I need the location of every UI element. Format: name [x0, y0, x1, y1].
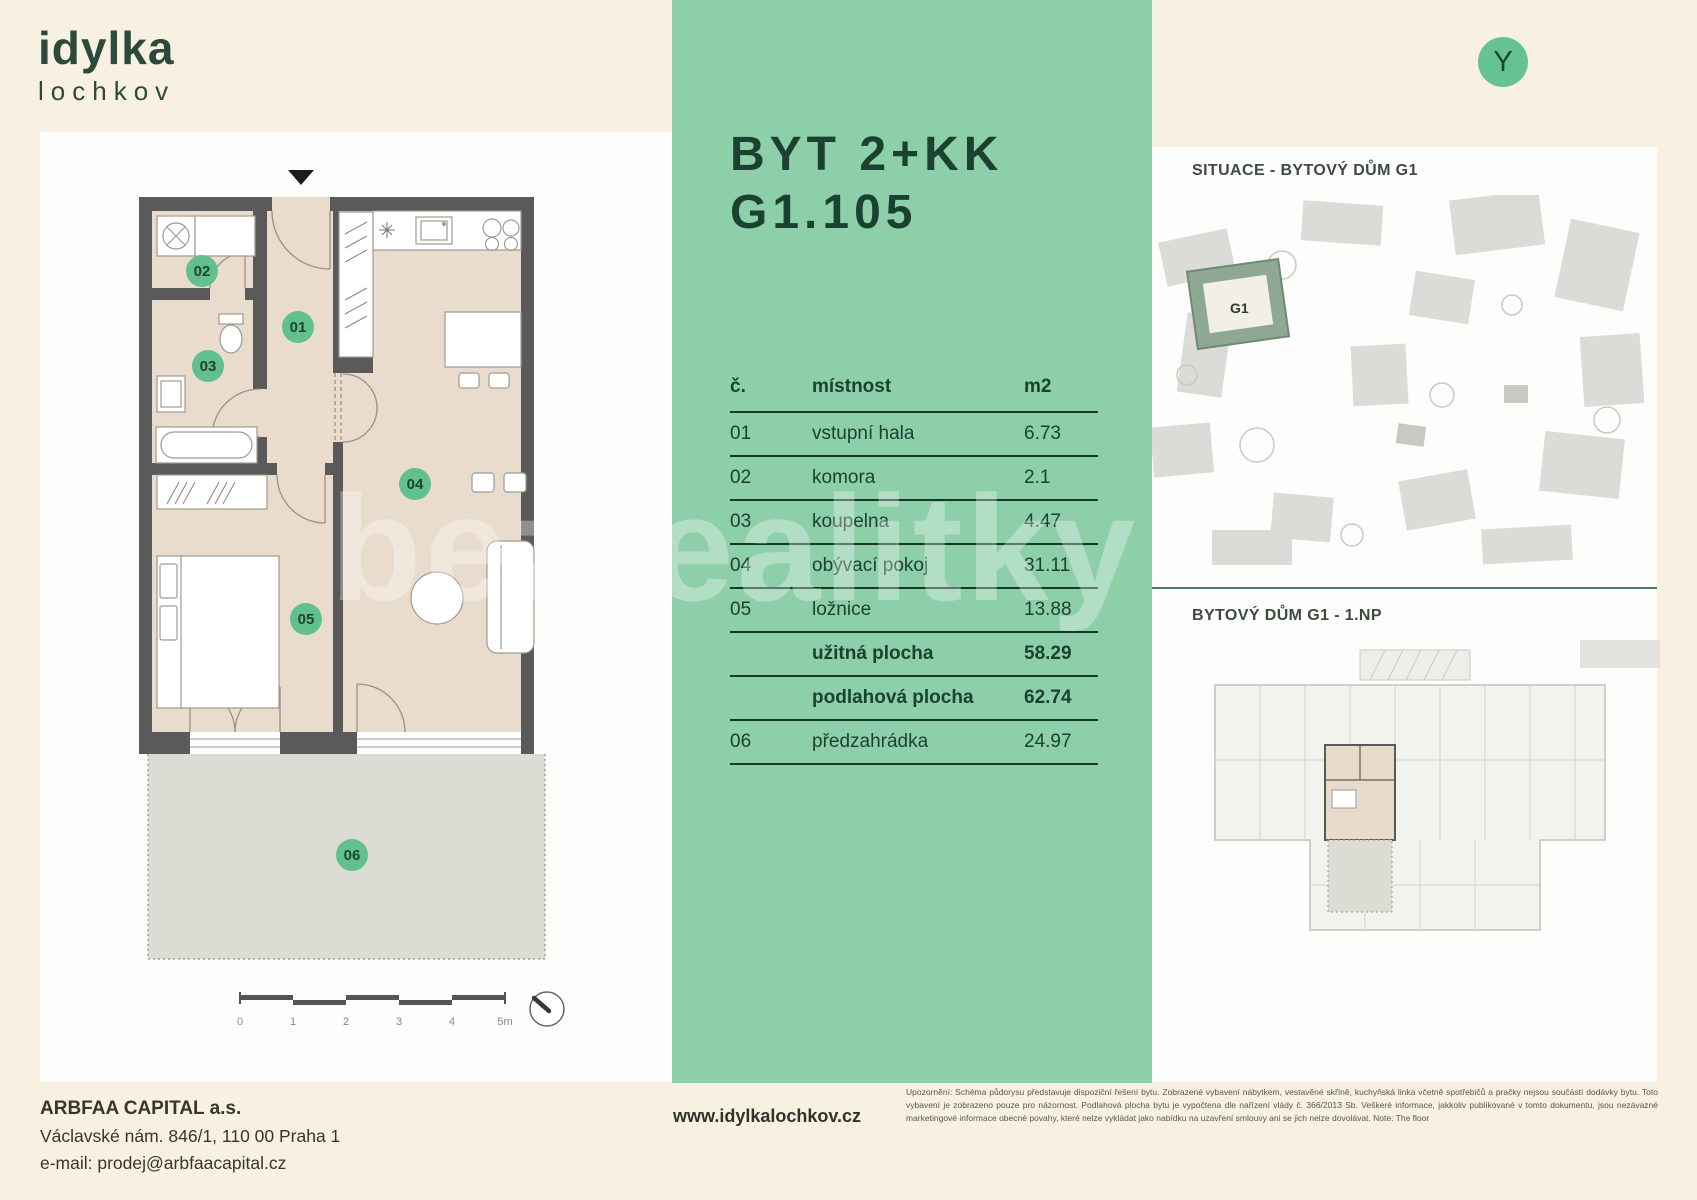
bedroom-wardrobe — [156, 474, 268, 510]
row-area: 13.88 — [1024, 599, 1072, 620]
row-num: 03 — [730, 511, 752, 532]
footer-email: e-mail: prodej@arbfaacapital.cz — [40, 1153, 287, 1173]
chair — [471, 472, 495, 493]
row-area: 62.74 — [1024, 687, 1072, 708]
chair — [503, 472, 527, 493]
np-plan-title: BYTOVÝ DŮM G1 - 1.NP — [1192, 607, 1382, 624]
bathroom-sink — [156, 375, 186, 413]
row-area: 2.1 — [1024, 467, 1051, 488]
unit-type: BYT 2+KK — [730, 128, 1004, 181]
brand-name: idylka — [38, 22, 175, 74]
site-plan: G1 — [1152, 195, 1645, 565]
table-row: 06 předzahrádka 24.97 — [730, 721, 1098, 765]
row-area: 24.97 — [1024, 731, 1072, 752]
row-room: komora — [812, 467, 876, 488]
row-room: obývací pokoj — [812, 555, 929, 576]
row-area: 4.47 — [1024, 511, 1061, 532]
col-number: č. — [730, 376, 746, 397]
room-area-table: č. místnost m2 01 vstupní hala 6.73 02 k… — [730, 352, 1098, 765]
row-num: 05 — [730, 599, 752, 620]
table-row-total-usable: užitná plocha 58.29 — [730, 633, 1098, 677]
footer-disclaimer: Upozornění: Schéma půdorysu představuje … — [906, 1087, 1658, 1124]
building-floor-plan — [1214, 640, 1660, 931]
sofa — [486, 540, 535, 654]
scale-tick: 3 — [396, 1016, 402, 1028]
scale-bar: 0 1 2 3 4 5m — [237, 992, 513, 1028]
table-row: 01 vstupní hala 6.73 — [730, 413, 1098, 457]
building-g1-label: G1 — [1230, 300, 1249, 316]
table-header-row: č. místnost m2 — [730, 352, 1098, 413]
row-num: 04 — [730, 555, 752, 576]
room-badge-02: 02 — [186, 255, 218, 287]
row-room: koupelna — [812, 511, 890, 532]
washing-machine — [156, 215, 196, 257]
scale-tick: 0 — [237, 1016, 243, 1028]
situace-title: SITUACE - BYTOVÝ DŮM G1 — [1192, 162, 1418, 179]
table-row: 04 obývací pokoj 31.11 — [730, 545, 1098, 589]
boiler-icon — [379, 222, 395, 238]
footer-company: ARBFAA CAPITAL a.s. — [40, 1098, 242, 1119]
bathtub — [155, 426, 258, 464]
footer-address: Václavské nám. 846/1, 110 00 Praha 1 — [40, 1126, 341, 1146]
row-num: 01 — [730, 423, 752, 444]
bed — [156, 555, 280, 709]
table-row: 02 komora 2.1 — [730, 457, 1098, 501]
entry-arrow-icon — [288, 170, 314, 185]
room-badge-04: 04 — [399, 468, 431, 500]
dining-table — [444, 311, 522, 389]
brand-logo: idylka lochkov — [38, 24, 175, 107]
table-row: 05 ložnice 13.88 — [730, 589, 1098, 633]
row-area: 6.73 — [1024, 423, 1061, 444]
y-logo-icon: Y — [1478, 37, 1528, 87]
room-badge-01: 01 — [282, 311, 314, 343]
row-room: ložnice — [812, 599, 872, 620]
hatched-strip — [1359, 649, 1471, 681]
footer-website: www.idylkalochkov.cz — [673, 1106, 862, 1126]
stove — [482, 218, 520, 252]
scale-tick: 4 — [449, 1016, 455, 1028]
scale-tick: 2 — [343, 1016, 349, 1028]
compass-icon — [529, 991, 565, 1027]
row-num: 06 — [730, 731, 752, 752]
unit-number: G1.105 — [730, 185, 918, 239]
kitchen-sink — [415, 216, 453, 245]
furniture — [155, 210, 535, 709]
room-badge-03: 03 — [192, 350, 224, 382]
unit-title: BYT 2+KK G1.105 — [730, 126, 1003, 241]
row-room: podlahová plocha — [812, 687, 974, 708]
section-divider — [1152, 587, 1657, 589]
toilet — [218, 313, 244, 354]
table-row-total-floor: podlahová plocha 62.74 — [730, 677, 1098, 721]
highlighted-unit — [1324, 744, 1396, 913]
row-room: vstupní hala — [812, 423, 915, 444]
storage-counter — [194, 215, 256, 257]
col-area: m2 — [1024, 376, 1052, 397]
building-g1 — [1185, 257, 1291, 351]
green-panel — [672, 0, 1152, 1083]
floorplan-panel: 0 1 2 3 4 5m 01 02 03 04 05 06 — [40, 132, 672, 1082]
room-badge-05: 05 — [290, 603, 322, 635]
row-room: předzahrádka — [812, 731, 929, 752]
row-area: 31.11 — [1024, 555, 1071, 576]
apartment-floorplan: 0 1 2 3 4 5m — [139, 170, 565, 1028]
hall-wardrobe — [338, 211, 374, 358]
row-area: 58.29 — [1024, 643, 1072, 664]
row-room: užitná plocha — [812, 643, 934, 664]
scale-tick: 5m — [497, 1016, 512, 1028]
col-room: místnost — [812, 376, 892, 397]
brand-subname: lochkov — [38, 76, 176, 107]
scale-tick: 1 — [290, 1016, 296, 1028]
coffee-table — [410, 571, 464, 625]
room-badge-06: 06 — [336, 839, 368, 871]
table-row: 03 koupelna 4.47 — [730, 501, 1098, 545]
windows — [190, 732, 521, 754]
kitchen-counter — [372, 210, 522, 252]
row-num: 02 — [730, 467, 752, 488]
